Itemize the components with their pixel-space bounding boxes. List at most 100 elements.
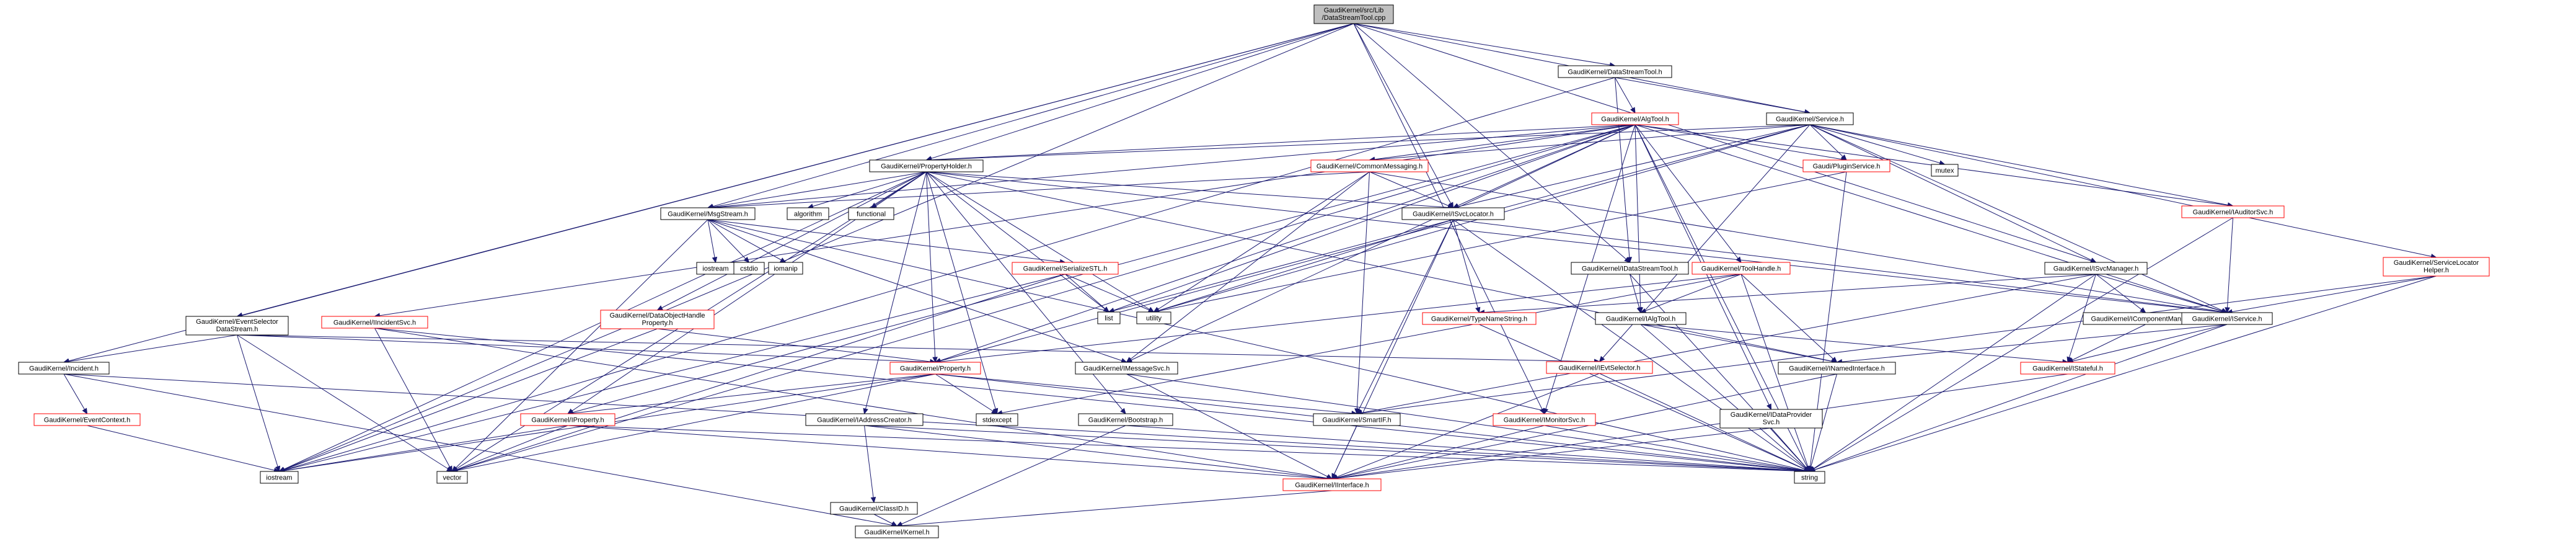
edge-service-to-isvcmanager [1809, 124, 2096, 263]
node-gaudikernel-icomponentmanager-h[interactable]: GaudiKernel/IComponentManager.h [2083, 312, 2208, 325]
node-box [889, 362, 981, 375]
node-iostream[interactable]: iostream [260, 471, 299, 484]
edge-commonmsg-to-imsgsvc [1126, 171, 1370, 363]
node-stdexcept[interactable]: stdexcept [976, 413, 1018, 426]
node-gaudikernel-iincidentsvc-h[interactable]: GaudiKernel/IIncidentSvc.h [321, 316, 428, 329]
node-gaudikernel-isvcmanager-h[interactable]: GaudiKernel/ISvcManager.h [2044, 262, 2148, 275]
arrowhead [991, 408, 998, 414]
edge-evctx-to-iostream2 [87, 425, 280, 472]
edge-imsgsvc-to-string [1126, 373, 1810, 472]
node-gaudikernel-iservice-h[interactable]: GaudiKernel/IService.h [2181, 312, 2273, 325]
node-label: GaudiKernel/IIncidentSvc.h [333, 319, 416, 327]
edge-iincsvc-to-string [374, 328, 1810, 472]
node-gaudikernel-idatastreamtool-h[interactable]: GaudiKernel/IDataStreamTool.h [1571, 262, 1689, 275]
node-gaudi-pluginservice-h[interactable]: Gaudi/PluginService.h [1802, 159, 1890, 172]
node-mutex[interactable]: mutex [1931, 164, 1959, 177]
node-gaudikernel-ialgtool-h[interactable]: GaudiKernel/IAlgTool.h [1595, 312, 1687, 325]
node-string[interactable]: string [1794, 471, 1825, 484]
edge-inamedif-to-iinterface [1331, 373, 1837, 479]
node-gaudikernel-msgstream-h[interactable]: GaudiKernel/MsgStream.h [660, 207, 756, 220]
node-gaudikernel-property-h[interactable]: GaudiKernel/Property.h [889, 362, 981, 375]
node-gaudikernel-iauditorsvc-h[interactable]: GaudiKernel/IAuditorSvc.h [2181, 205, 2285, 218]
edge-msgstream-to-string [707, 219, 1810, 472]
node-label: GaudiKernel/IMessageSvc.h [1083, 365, 1170, 373]
node-gaudikernel-smartif-h[interactable]: GaudiKernel/SmartIF.h [1313, 413, 1401, 426]
node-gaudikernel-src-lib-datastreamtool-cpp[interactable]: GaudiKernel/src/Lib/DataStreamTool.cpp [1313, 4, 1394, 24]
node-label: GaudiKernel/EventContext.h [44, 417, 130, 424]
edge-commonmsg-to-utility [1153, 171, 1370, 313]
edge-ialgtool-to-istateful [1640, 324, 2068, 363]
edge-root-to-idstool [1353, 23, 1630, 263]
node-functional[interactable]: functional [848, 207, 894, 220]
node-gaudikernel-ievtselector-h[interactable]: GaudiKernel/IEvtSelector.h [1546, 361, 1653, 374]
edge-root-to-dst [1353, 23, 1615, 66]
node-list[interactable]: list [1097, 311, 1121, 324]
node-box [520, 413, 615, 426]
edge-propholder-to-algorithm [808, 171, 927, 208]
edge-serializestl-to-iostream2 [279, 274, 1065, 472]
node-iomanip[interactable]: iomanip [768, 262, 803, 275]
node-label: GaudiKernel/ServiceLocator [2394, 259, 2479, 267]
node-label: GaudiKernel/Incident.h [29, 365, 99, 373]
node-algorithm[interactable]: algorithm [787, 207, 829, 220]
node-gaudikernel-datastreamtool-h[interactable]: GaudiKernel/DataStreamTool.h [1558, 65, 1672, 78]
node-gaudikernel-imonitorsvc-h[interactable]: GaudiKernel/IMonitorSvc.h [1493, 413, 1596, 426]
node-box [1313, 4, 1394, 24]
node-gaudikernel-service-h[interactable]: GaudiKernel/Service.h [1766, 112, 1854, 125]
node-box [436, 471, 468, 484]
node-gaudikernel-inamedinterface-h[interactable]: GaudiKernel/INamedInterface.h [1778, 362, 1896, 375]
node-label: stdexcept [982, 417, 1012, 424]
node-gaudikernel-iproperty-h[interactable]: GaudiKernel/IProperty.h [520, 413, 615, 426]
edge-ialgtool-to-inamedif [1640, 324, 1837, 363]
node-label: GaudiKernel/Kernel.h [864, 529, 929, 537]
node-box [1766, 112, 1854, 125]
node-label: Svc.h [1763, 419, 1780, 426]
node-label: GaudiKernel/IDataProvider [1731, 411, 1812, 419]
edge-iaddrcreator-to-classid [864, 425, 875, 503]
node-gaudikernel-imessagesvc-h[interactable]: GaudiKernel/IMessageSvc.h [1075, 362, 1178, 375]
edge-iproperty-to-iostream2 [279, 425, 568, 472]
node-gaudikernel-typenamestring-h[interactable]: GaudiKernel/TypeNameString.h [1422, 312, 1537, 325]
node-box [1493, 413, 1596, 426]
node-gaudikernel-toolhandle-h[interactable]: GaudiKernel/ToolHandle.h [1692, 262, 1791, 275]
edge-iinterface-to-kernel [896, 490, 1333, 527]
node-vector[interactable]: vector [436, 471, 468, 484]
node-gaudikernel-bootstrap-h[interactable]: GaudiKernel/Bootstrap.h [1078, 413, 1173, 426]
node-gaudikernel-eventcontext-h[interactable]: GaudiKernel/EventContext.h [33, 413, 141, 426]
node-gaudikernel-istateful-h[interactable]: GaudiKernel/IStateful.h [2020, 362, 2115, 375]
edge-propholder-to-iaddrcreator [864, 171, 927, 414]
edge-isvclocator-to-typenamestr [1453, 219, 1480, 313]
node-gaudikernel-kernel-h[interactable]: GaudiKernel/Kernel.h [855, 525, 939, 538]
arrowhead [1766, 403, 1772, 411]
node-gaudikernel-propertyholder-h[interactable]: GaudiKernel/PropertyHolder.h [869, 159, 984, 172]
node-label: GaudiKernel/Bootstrap.h [1088, 417, 1163, 424]
edge-dst-to-idstool [1615, 77, 1630, 263]
node-label: GaudiKernel/ISvcLocator.h [1413, 211, 1494, 218]
node-gaudikernel-iinterface-h[interactable]: GaudiKernel/IInterface.h [1282, 478, 1382, 491]
node-gaudikernel-serializestl-h[interactable]: GaudiKernel/SerializeSTL.h [1012, 262, 1119, 275]
node-gaudikernel-incident-h[interactable]: GaudiKernel/Incident.h [18, 362, 110, 375]
node-label: GaudiKernel/IInterface.h [1295, 482, 1369, 489]
node-gaudikernel-isvclocator-h[interactable]: GaudiKernel/ISvcLocator.h [1401, 207, 1505, 220]
arrowhead [1475, 306, 1481, 314]
node-gaudikernel-algtool-h[interactable]: GaudiKernel/AlgTool.h [1591, 112, 1679, 125]
node-cstdio[interactable]: cstdio [733, 262, 765, 275]
node-utility[interactable]: utility [1136, 311, 1171, 324]
edge-evsel-to-ievtsel [237, 334, 1600, 362]
node-box [1794, 471, 1825, 484]
arrowhead [1808, 465, 1814, 473]
node-gaudikernel-iaddresscreator-h[interactable]: GaudiKernel/IAddressCreator.h [805, 413, 924, 426]
node-label: GaudiKernel/CommonMessaging.h [1317, 163, 1423, 171]
node-box [185, 316, 289, 336]
node-label: Helper.h [2424, 267, 2449, 274]
node-gaudikernel-commonmessaging-h[interactable]: GaudiKernel/CommonMessaging.h [1310, 159, 1429, 172]
node-gaudikernel-classid-h[interactable]: GaudiKernel/ClassID.h [830, 502, 918, 515]
edge-bootstrap-to-kernel [896, 425, 1126, 527]
edge-serializestl-to-list [1065, 274, 1109, 313]
node-iostream[interactable]: iostream [696, 262, 735, 275]
edge-ievtsel-to-iinterface [1331, 373, 1600, 479]
